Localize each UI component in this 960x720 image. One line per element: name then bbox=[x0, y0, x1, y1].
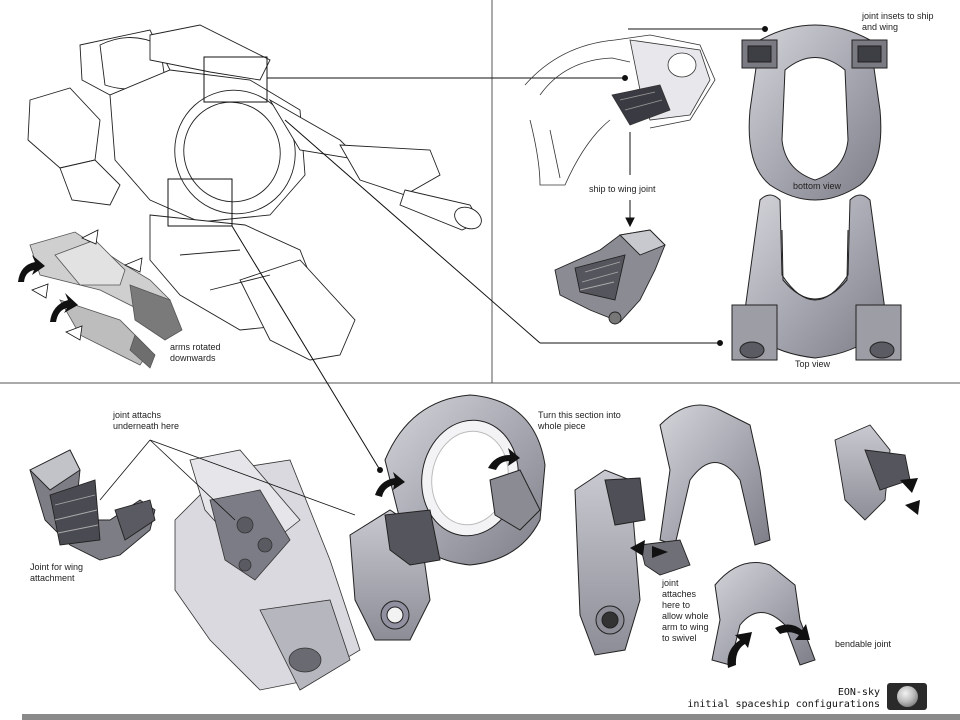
note-joint-insets: joint insets to ship and wing bbox=[862, 11, 934, 32]
note-joint-underneath: joint attachs underneath here bbox=[113, 410, 180, 431]
assembled-rotation-arrows bbox=[375, 448, 520, 497]
bendable-joint-ring bbox=[711, 562, 816, 666]
note-top-view: Top view bbox=[795, 359, 831, 369]
artist-signature: EON-sky bbox=[837, 687, 880, 698]
arm-closeup-sketch bbox=[174, 449, 361, 691]
note-turn-section: Turn this section into whole piece bbox=[538, 410, 621, 431]
note-joint-wing-attachment: Joint for wing attachment bbox=[30, 562, 84, 583]
sheet-subtitle: initial spaceship configurations bbox=[687, 699, 880, 710]
underneath-leader-lines bbox=[99, 439, 356, 521]
whole-piece-small-parts bbox=[639, 424, 911, 576]
ship-to-wing-joint-render bbox=[554, 229, 666, 325]
whole-piece-ring-top bbox=[659, 404, 771, 546]
leader-lines bbox=[231, 26, 768, 473]
moon-logo-icon bbox=[887, 683, 927, 710]
note-joint-swivel: joint attaches here to allow whole arm t… bbox=[662, 578, 709, 643]
rotated-arms-sketch bbox=[29, 231, 183, 369]
callout-box-lower bbox=[167, 178, 233, 227]
joint-context-sketch bbox=[524, 34, 716, 186]
swivel-arrows bbox=[630, 478, 920, 668]
note-bottom-view: bottom view bbox=[793, 181, 842, 191]
callout-box-upper bbox=[203, 56, 268, 103]
note-arms-rotated: arms rotated downwards bbox=[170, 342, 221, 363]
ship-lineart bbox=[27, 24, 482, 361]
moon-disc bbox=[897, 686, 918, 707]
panel-dividers bbox=[0, 0, 960, 384]
joint-wing-attachment-render bbox=[29, 449, 156, 561]
bottom-view-ring bbox=[741, 24, 888, 201]
whole-piece-arm-left bbox=[574, 469, 646, 656]
footer-bar bbox=[22, 714, 960, 720]
assembled-joint-ring bbox=[349, 394, 546, 641]
note-bendable-joint: bendable joint bbox=[835, 639, 892, 649]
top-view-ring bbox=[731, 194, 902, 361]
note-ship-to-wing-joint: ship to wing joint bbox=[589, 184, 656, 194]
rotation-arrow-icons bbox=[18, 229, 143, 341]
